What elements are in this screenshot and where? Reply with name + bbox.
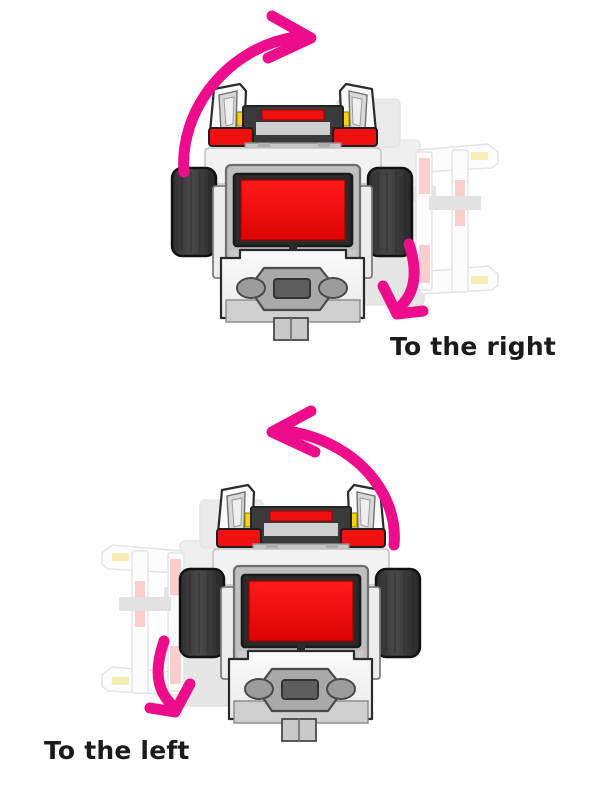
caption-to-the-right: To the right: [390, 332, 556, 361]
robot-illustration-right: [170, 10, 499, 341]
right-tire: [366, 166, 414, 258]
rotate-right-bottom-arrow: [377, 238, 429, 320]
rotate-left-top-arrow: [266, 405, 400, 551]
right-tire: [374, 567, 422, 659]
robot-body-right: [170, 82, 414, 341]
directional-control-pad[interactable]: [236, 266, 348, 312]
caption-to-the-left: To the left: [44, 736, 190, 765]
robot-body-left: [178, 483, 422, 742]
left-tire: [170, 166, 218, 258]
rotate-right-top-arrow: [178, 10, 317, 178]
right-claw-arm: [338, 82, 378, 143]
red-display-screen: [240, 179, 346, 241]
dpad-center-button[interactable]: [281, 679, 319, 700]
caster-wheel: [281, 718, 317, 742]
panel-rotate-left: To the left: [0, 401, 600, 802]
caster-wheel: [273, 317, 309, 341]
rotate-left-bottom-arrow: [144, 635, 196, 718]
dpad-right-button[interactable]: [318, 277, 348, 299]
dpad-left-button[interactable]: [236, 277, 266, 299]
dpad-center-button[interactable]: [273, 278, 311, 299]
panel-rotate-right: To the right: [170, 10, 556, 361]
illustration-stage-left: [0, 401, 600, 802]
left-claw-arm: [216, 483, 256, 544]
robot-illustration-left: [101, 405, 422, 742]
directional-control-pad[interactable]: [244, 667, 356, 713]
illustration-stage-right: [170, 10, 499, 341]
dpad-left-button[interactable]: [244, 678, 274, 700]
left-tire: [178, 567, 226, 659]
dpad-right-button[interactable]: [326, 678, 356, 700]
red-display-screen: [248, 580, 354, 642]
